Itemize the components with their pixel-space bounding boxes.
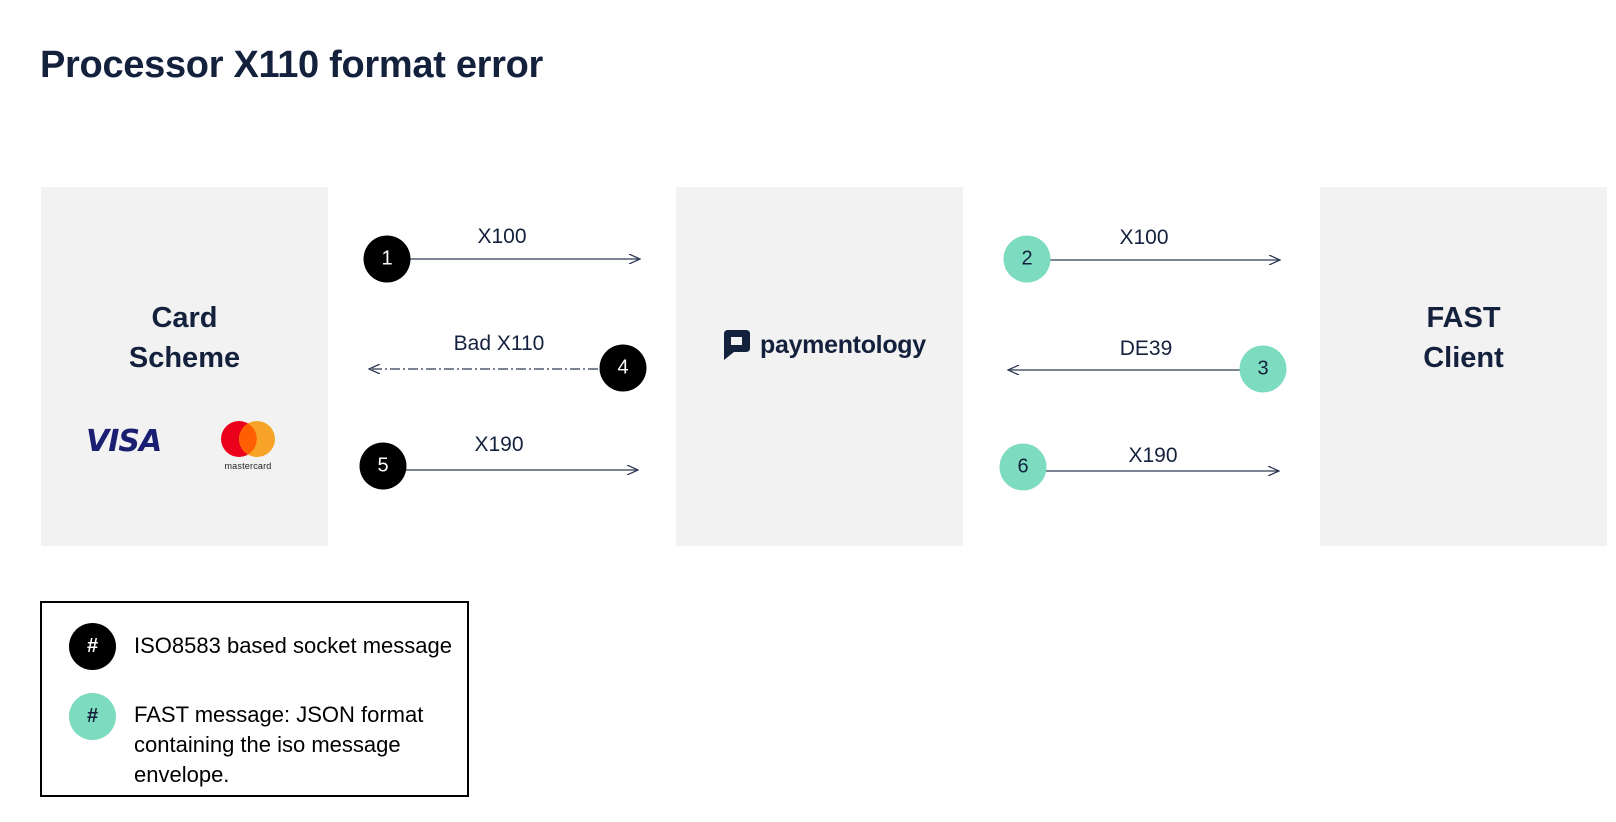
flow-label-1: X100 xyxy=(477,225,527,248)
step-badge-3: 3 xyxy=(1239,345,1287,393)
legend-fast-text-line3: envelope. xyxy=(134,762,230,787)
step-badge-6: 6 xyxy=(999,443,1047,491)
mastercard-circles-icon xyxy=(221,421,275,457)
step-badge-5: 5 xyxy=(359,442,407,490)
flow-label-3: DE39 xyxy=(1119,337,1173,360)
legend-iso-badge: # xyxy=(69,623,116,670)
fast-client-label-line1: FAST xyxy=(1426,302,1501,334)
step-badge-4: 4 xyxy=(599,344,647,392)
fast-client-label: FAST Client xyxy=(1320,298,1607,378)
card-scheme-label-line1: Card xyxy=(151,302,218,334)
step-badge-2: 2 xyxy=(1003,235,1051,283)
paymentology-mark-icon xyxy=(724,330,750,360)
legend-fast-text-line2: containing the iso message xyxy=(134,732,401,757)
page-title: Processor X110 format error xyxy=(40,44,544,86)
paymentology-logo: paymentology xyxy=(720,325,926,365)
legend-fast-text-line1: FAST message: JSON format xyxy=(134,702,424,727)
flow-label-2: X100 xyxy=(1119,226,1169,249)
legend-fast-badge: # xyxy=(69,693,116,740)
flow-label-4: Bad X110 xyxy=(453,332,545,355)
legend-iso-text: ISO8583 based socket message xyxy=(134,633,452,658)
card-scheme-label: Card Scheme xyxy=(41,298,328,378)
flow-label-6: X190 xyxy=(1128,444,1178,467)
fast-client-label-line2: Client xyxy=(1423,342,1504,374)
mastercard-logo: mastercard xyxy=(213,419,283,471)
legend: # ISO8583 based socket message # FAST me… xyxy=(40,601,469,797)
processor-panel: paymentology xyxy=(676,187,963,546)
card-scheme-panel: Card Scheme VISA mastercard xyxy=(41,187,328,546)
flow-label-5: X190 xyxy=(474,433,524,456)
fast-client-panel: FAST Client xyxy=(1320,187,1607,546)
visa-logo: VISA xyxy=(86,424,162,459)
mastercard-wordmark: mastercard xyxy=(224,461,272,471)
card-scheme-label-line2: Scheme xyxy=(128,342,241,374)
legend-fast-text: FAST message: JSON format containing the… xyxy=(134,700,423,790)
paymentology-wordmark: paymentology xyxy=(760,330,926,359)
step-badge-1: 1 xyxy=(363,235,411,283)
